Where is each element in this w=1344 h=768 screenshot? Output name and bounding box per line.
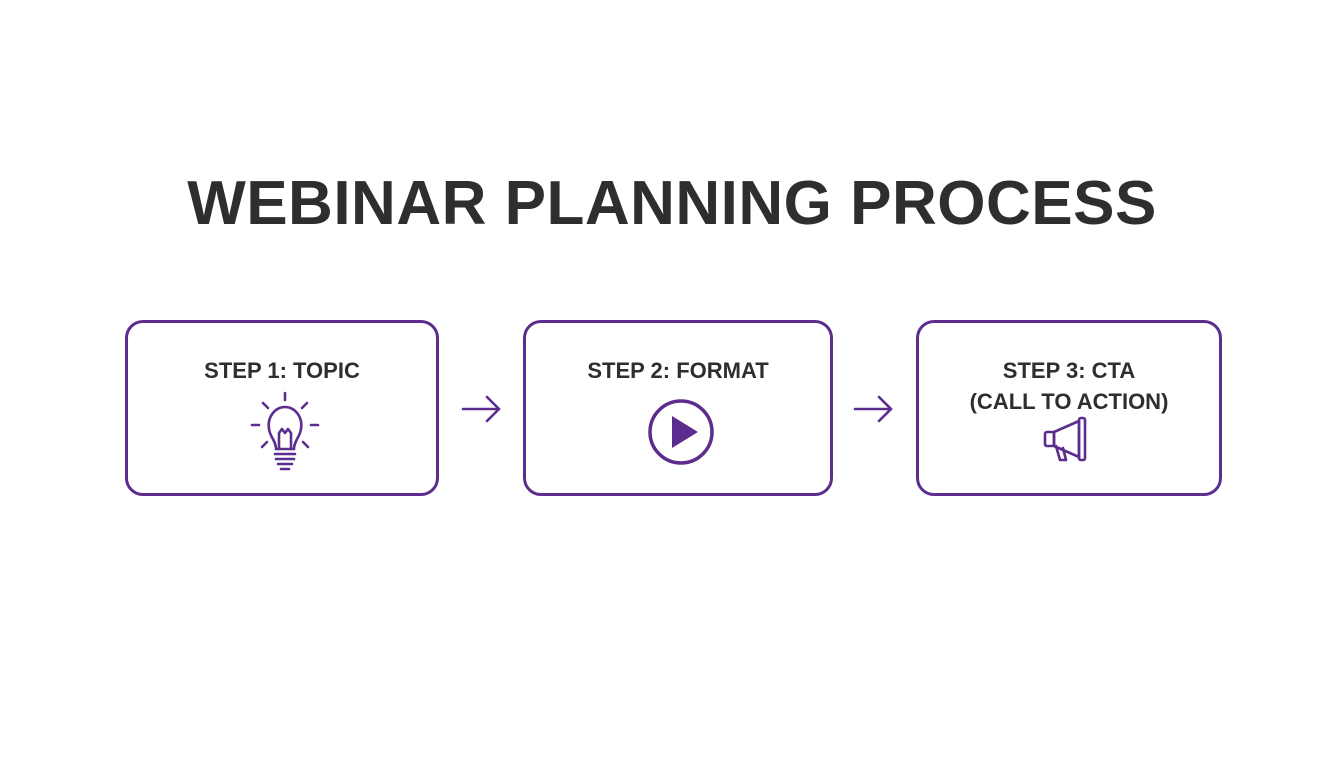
step-3-label-line-2: (CALL TO ACTION): [969, 389, 1169, 414]
step-3-label: STEP 3: CTA (CALL TO ACTION): [919, 355, 1219, 417]
arrow-right-icon: [853, 395, 893, 423]
step-2-label: STEP 2: FORMAT: [526, 355, 830, 386]
step-2-label-line: STEP 2: FORMAT: [587, 358, 769, 383]
step-1-label: STEP 1: TOPIC: [128, 355, 436, 386]
lightbulb-icon: [250, 391, 320, 471]
step-1-box: STEP 1: TOPIC: [125, 320, 439, 496]
step-3-box: STEP 3: CTA (CALL TO ACTION): [916, 320, 1222, 496]
step-1-label-line: STEP 1: TOPIC: [204, 358, 360, 383]
play-icon: [648, 399, 714, 465]
step-3-label-line-1: STEP 3: CTA: [1002, 358, 1136, 383]
step-2-box: STEP 2: FORMAT: [523, 320, 833, 496]
arrow-right-icon: [461, 395, 501, 423]
megaphone-icon: [1043, 416, 1087, 462]
diagram-title: WEBINAR PLANNING PROCESS: [187, 169, 1157, 238]
